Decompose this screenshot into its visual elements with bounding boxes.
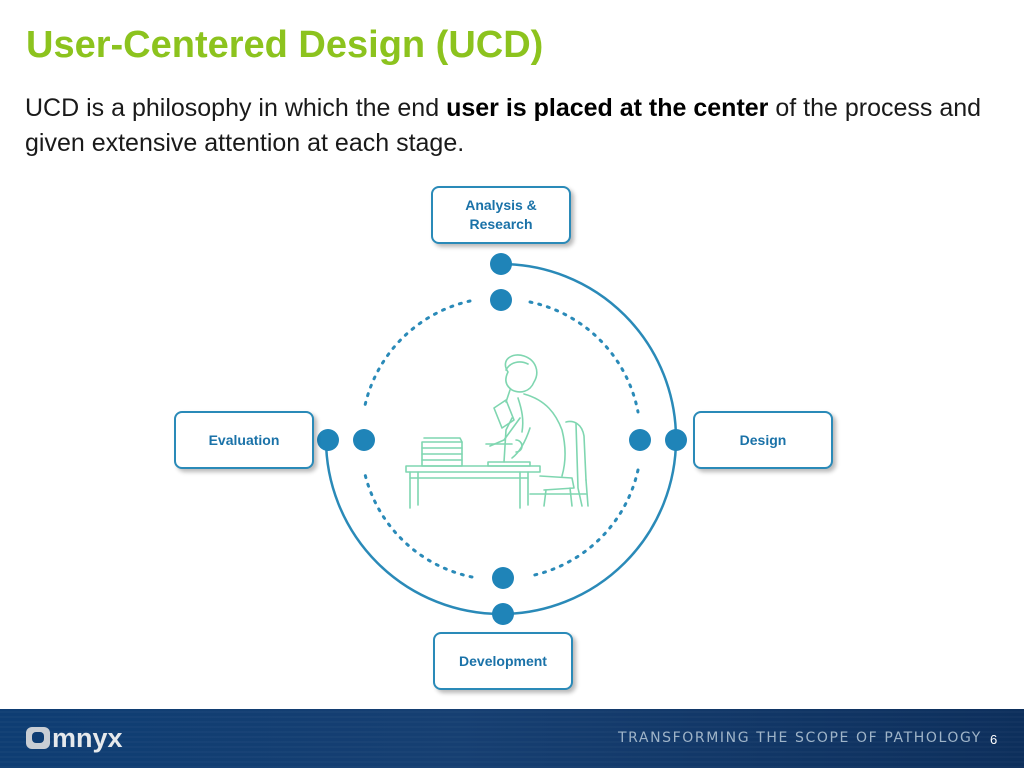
node-development: Development xyxy=(433,632,573,690)
node-analysis-line1: Analysis & xyxy=(465,197,537,213)
inner-dotted-arc-bottom-right xyxy=(528,468,640,578)
dot-top-outer xyxy=(490,253,512,275)
outer-arc-bottom-left xyxy=(324,438,502,616)
dot-bottom-outer xyxy=(492,603,514,625)
inner-dotted-arc-top-left xyxy=(362,299,472,412)
dot-left-inner xyxy=(353,429,375,451)
slide-title: User-Centered Design (UCD) xyxy=(26,24,544,66)
omnyx-logo-text: mnyx xyxy=(52,723,123,753)
dot-right-outer xyxy=(665,429,687,451)
inner-dotted-arc-bottom-left xyxy=(362,468,474,579)
footer-tagline: TRANSFORMING THE SCOPE OF PATHOLOGY xyxy=(618,730,982,746)
outer-arc-top-right xyxy=(500,262,678,440)
outer-arc-bottom-right xyxy=(500,438,678,616)
inner-dotted-arc-top-right xyxy=(528,300,640,414)
node-analysis-research-label: Analysis & Research xyxy=(465,196,537,234)
omnyx-logo-mark-icon xyxy=(26,727,50,749)
node-evaluation-label: Evaluation xyxy=(208,431,280,448)
dot-bottom-inner xyxy=(492,567,514,589)
intro-text-suffix: of the process and given extensive atten… xyxy=(25,94,982,157)
node-evaluation: Evaluation xyxy=(174,411,314,469)
intro-text-emphasis: user is placed at the center xyxy=(446,94,769,122)
node-design: Design xyxy=(693,411,833,469)
intro-text-prefix: UCD is a philosophy in which the end xyxy=(25,94,447,122)
node-analysis-line2: Research xyxy=(469,216,533,232)
page-number: 6 xyxy=(990,732,998,747)
dot-right-inner xyxy=(629,429,651,451)
person-at-microscope-illustration xyxy=(405,354,589,509)
footer-bar: mnyx TRANSFORMING THE SCOPE OF PATHOLOGY… xyxy=(0,709,1024,768)
node-development-label: Development xyxy=(459,652,547,669)
node-design-label: Design xyxy=(739,431,787,448)
omnyx-logo: mnyx xyxy=(26,723,123,753)
dot-top-inner xyxy=(490,289,512,311)
intro-paragraph: UCD is a philosophy in which the end use… xyxy=(25,91,985,161)
dot-left-outer xyxy=(317,429,339,451)
node-analysis-research: Analysis & Research xyxy=(431,186,571,244)
